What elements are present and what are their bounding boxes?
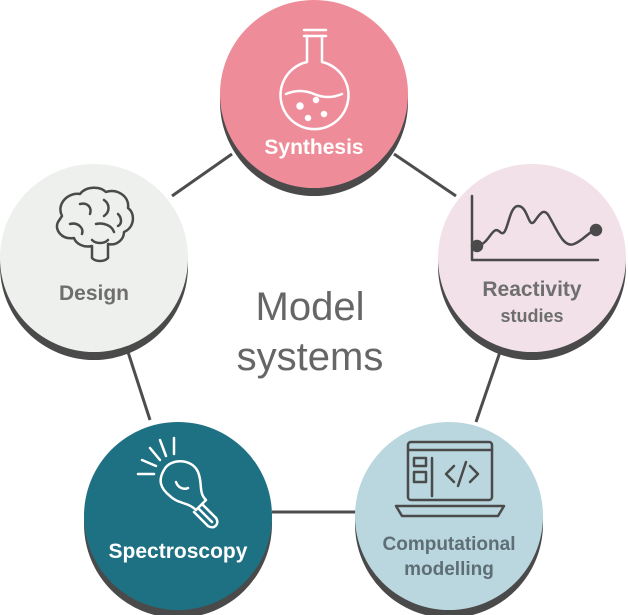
node-circle <box>438 164 626 352</box>
node-spectroscopy <box>84 422 272 615</box>
node-synthesis <box>220 0 408 196</box>
node-label-synthesis: Synthesis <box>264 136 364 159</box>
center-title-line-2: systems <box>236 335 384 379</box>
connector-design-synthesis <box>171 152 233 198</box>
connectors <box>126 152 502 514</box>
node-design <box>0 164 188 360</box>
connector-synthesis-reactivity <box>393 152 457 198</box>
node-circle <box>84 422 272 610</box>
node-label-computational: Computational <box>382 534 516 555</box>
node-sublabel-reactivity: studies <box>500 306 564 326</box>
node-reactivity <box>438 164 626 360</box>
node-label-design: Design <box>58 282 129 305</box>
laptop-code-icon <box>394 440 506 518</box>
line-graph-icon <box>470 194 603 262</box>
lightbulb-icon <box>136 436 219 529</box>
center-title-line-1: Model <box>255 285 365 329</box>
flask-icon <box>279 28 350 131</box>
brain-icon <box>55 186 135 263</box>
connector-spectroscopy-design <box>126 351 152 421</box>
center-title: Model systems <box>200 282 420 382</box>
node-label-reactivity: Reactivity <box>482 278 582 301</box>
node-label-spectroscopy: Spectroscopy <box>108 540 248 563</box>
node-circle <box>0 164 188 352</box>
connector-reactivity-computational <box>474 351 502 423</box>
node-computational <box>355 422 543 615</box>
node-sublabel-computational: modelling <box>404 559 494 580</box>
